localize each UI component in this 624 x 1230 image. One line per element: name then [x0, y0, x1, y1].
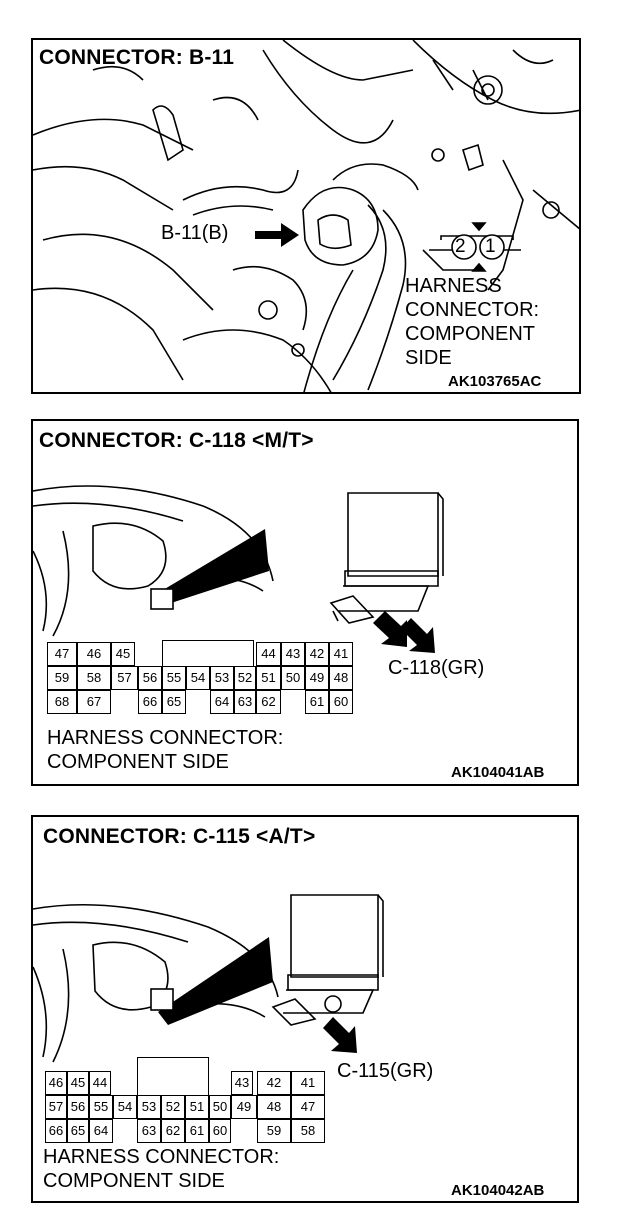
- figure-code: AK103765AC: [448, 373, 542, 390]
- pin: 63: [137, 1119, 161, 1143]
- pin: 55: [162, 666, 186, 690]
- pin: 61: [185, 1119, 209, 1143]
- panel-title: CONNECTOR: C-118 <M/T>: [39, 429, 314, 452]
- dashboard-illustration: [33, 485, 444, 653]
- pin: 60: [209, 1119, 231, 1143]
- connector-pin-grid: 47 46 45 44 43 42 41 59 58 57 56 55 54 5…: [47, 640, 353, 714]
- pin: 45: [111, 642, 135, 666]
- pin: 65: [162, 690, 186, 714]
- pin: 58: [77, 666, 111, 690]
- engine-bay-illustration: [33, 40, 579, 392]
- pin: 44: [256, 642, 281, 666]
- pin: 59: [47, 666, 77, 690]
- pin: 62: [256, 690, 281, 714]
- pin: 48: [257, 1095, 291, 1119]
- connector-c115-panel: CONNECTOR: C-115 <A/T> C-115(GR) 46 45 4…: [31, 815, 579, 1203]
- panel-title: CONNECTOR: C-115 <A/T>: [43, 825, 316, 848]
- pin: 41: [291, 1071, 325, 1095]
- pin: 47: [47, 642, 77, 666]
- harness-label: HARNESS CONNECTOR:: [43, 1146, 280, 1168]
- connector-c118-panel: CONNECTOR: C-118 <M/T> C-118(GR) 47 46 4…: [31, 419, 579, 786]
- pin: 52: [234, 666, 256, 690]
- figure-code: AK104042AB: [451, 1182, 545, 1199]
- pin: 46: [77, 642, 111, 666]
- pin: 48: [329, 666, 353, 690]
- pin: 51: [185, 1095, 209, 1119]
- pin: 54: [113, 1095, 137, 1119]
- pin-blank: [162, 640, 254, 666]
- pin: 43: [281, 642, 305, 666]
- connector-pin-grid: 46 45 44 43 42 41 57 56 55 54 53 52 51 5…: [45, 1057, 327, 1143]
- pin: 53: [137, 1095, 161, 1119]
- pin: 49: [305, 666, 329, 690]
- pin: 52: [161, 1095, 185, 1119]
- panel-title: CONNECTOR: B-11: [39, 46, 235, 69]
- pin: 53: [210, 666, 234, 690]
- pin-label: 2: [455, 236, 466, 257]
- pin: 67: [77, 690, 111, 714]
- pin: 66: [138, 690, 162, 714]
- pin: 45: [67, 1071, 89, 1095]
- pin: 66: [45, 1119, 67, 1143]
- pin: 56: [67, 1095, 89, 1119]
- pin: 63: [234, 690, 256, 714]
- harness-label: SIDE: [405, 347, 452, 369]
- pin: 44: [89, 1071, 111, 1095]
- pin: 57: [111, 666, 138, 690]
- callout-label: C-115(GR): [337, 1060, 434, 1082]
- pin: 58: [291, 1119, 325, 1143]
- pin: 61: [305, 690, 329, 714]
- pin: 42: [305, 642, 329, 666]
- pin: 59: [257, 1119, 291, 1143]
- harness-label: CONNECTOR:: [405, 299, 540, 321]
- pin: 60: [329, 690, 353, 714]
- pin: 65: [67, 1119, 89, 1143]
- pin: 51: [256, 666, 281, 690]
- pin-label: 1: [485, 236, 496, 257]
- pin: 42: [257, 1071, 291, 1095]
- pin: 50: [281, 666, 305, 690]
- pin: 50: [209, 1095, 231, 1119]
- callout-label: C-118(GR): [388, 657, 485, 679]
- harness-label: HARNESS: [405, 275, 502, 297]
- pin-blank: [137, 1057, 209, 1095]
- pin: 68: [47, 690, 77, 714]
- dashboard-illustration: [33, 894, 384, 1063]
- pin: 62: [161, 1119, 185, 1143]
- harness-label: HARNESS CONNECTOR:: [47, 727, 284, 749]
- pin: 57: [45, 1095, 67, 1119]
- figure-code: AK104041AB: [451, 764, 545, 781]
- harness-label: COMPONENT SIDE: [47, 751, 229, 773]
- pin: 47: [291, 1095, 325, 1119]
- pin: 55: [89, 1095, 113, 1119]
- callout-label: B-11(B): [161, 222, 229, 244]
- pin: 46: [45, 1071, 67, 1095]
- connector-b11-panel: CONNECTOR: B-11 B-11(B) 2 1 HARNESS CONN…: [31, 38, 581, 394]
- pin: 49: [231, 1095, 257, 1119]
- pin: 56: [138, 666, 162, 690]
- pin: 54: [186, 666, 210, 690]
- pin: 43: [231, 1071, 253, 1095]
- harness-label: COMPONENT: [405, 323, 535, 345]
- pin: 41: [329, 642, 353, 666]
- pin: 64: [89, 1119, 113, 1143]
- harness-label: COMPONENT SIDE: [43, 1170, 225, 1192]
- pin: 64: [210, 690, 234, 714]
